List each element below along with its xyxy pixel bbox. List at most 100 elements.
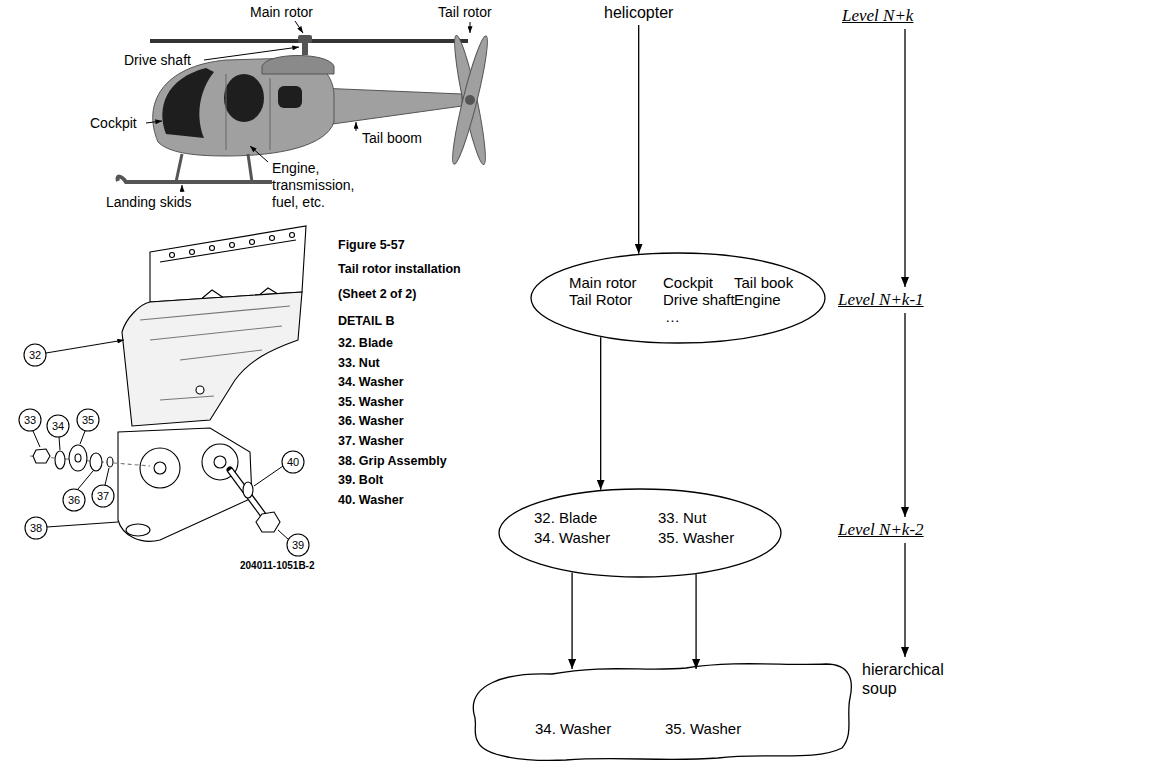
leader-line: [356, 122, 357, 131]
part-name: 35. Washer: [658, 529, 734, 546]
callout-circle: [47, 415, 69, 437]
part-label: Drive shaft: [124, 52, 191, 69]
figure-title: Figure 5-57: [338, 238, 405, 253]
washer: [90, 453, 102, 471]
nut: [33, 449, 50, 463]
component-name: Tail Rotor: [569, 291, 632, 308]
part-label: Tail boom: [362, 130, 422, 147]
panel-holes: [170, 233, 295, 258]
level-text: Level N+k-2: [838, 520, 924, 540]
component-ellipse: Main rotorCockpitTail bookTail RotorDriv…: [530, 252, 826, 344]
callout-circle: [19, 409, 41, 431]
level-label: Level N+k: [842, 6, 913, 26]
washer: [243, 482, 253, 498]
callout-number: 37: [91, 489, 115, 503]
skid-strut: [176, 154, 182, 182]
part-label: Engine, transmission, fuel, etc.: [272, 160, 367, 211]
washer-hole: [75, 454, 81, 462]
node-text: hierarchical soup: [862, 660, 962, 698]
callout-number: 40: [281, 455, 305, 469]
parts-list-item: 35. Washer: [338, 395, 404, 410]
callout-number: 36: [62, 493, 86, 507]
callout-circles: [19, 344, 309, 556]
tail-rotor-hub: [465, 95, 475, 105]
leader-line: [46, 340, 124, 353]
helicopter-illustration: [118, 34, 493, 182]
component-name: Drive shaft: [663, 291, 735, 308]
bolt-shank: [230, 470, 264, 516]
callout-number: 34: [46, 419, 70, 433]
part-name: 34. Washer: [534, 529, 610, 546]
leader-line: [47, 522, 118, 527]
leader-line: [295, 21, 303, 33]
parts-list-item: 36. Washer: [338, 414, 404, 429]
callout-leaders: [33, 340, 289, 540]
part-name: 33. Nut: [658, 509, 706, 526]
connector-arrow: [904, 29, 905, 287]
grip-lug-hole: [154, 462, 166, 474]
callout-circle: [77, 409, 99, 431]
callout-number: 38: [24, 521, 48, 535]
callout-number: 32: [23, 348, 47, 362]
leader-line: [78, 471, 93, 489]
parts-list-item: 32. Blade: [338, 336, 393, 351]
component-name: Cockpit: [663, 274, 713, 291]
figure-title: Tail rotor installation: [338, 262, 461, 277]
door-line: [226, 74, 270, 150]
leader-line: [59, 437, 60, 450]
component-name: Main rotor: [569, 274, 637, 291]
part-ellipse: 32. Blade33. Nut34. Washer35. Washer: [498, 488, 782, 578]
door-window: [278, 86, 302, 108]
leader-line: [204, 47, 299, 60]
connector-arrow: [904, 543, 905, 657]
callout-circle: [63, 489, 85, 511]
component-name: …: [665, 308, 680, 325]
node-text: helicopter: [604, 3, 673, 22]
connector-arrow: [600, 337, 601, 490]
leader-line: [278, 530, 289, 540]
blade-panel: [150, 226, 306, 302]
top-concept: helicopter: [604, 3, 673, 22]
leader-line: [146, 121, 162, 123]
part-label: Cockpit: [90, 115, 137, 132]
grip-assembly: [118, 428, 252, 541]
bolt-head: [256, 512, 280, 532]
parts-list-item: 39. Bolt: [338, 473, 383, 488]
leader-line: [105, 468, 109, 485]
grip-lug: [140, 448, 180, 488]
connector-arrow: [904, 313, 905, 517]
washer: [107, 457, 113, 467]
level-text: Level N+k: [842, 6, 913, 26]
blob-outline: [473, 664, 851, 761]
parts-list-item: 37. Washer: [338, 434, 404, 449]
leader-line: [80, 431, 85, 444]
callout-circle: [287, 534, 309, 556]
grip-foot: [126, 524, 150, 536]
connector-arrow: [571, 573, 572, 669]
part-label: Main rotor: [250, 4, 313, 21]
ellipse-outline: [531, 253, 825, 343]
blade-bolt-hole: [196, 386, 204, 394]
callout-circle: [24, 344, 46, 366]
callout-circle: [282, 451, 304, 473]
ellipse-outline: [499, 489, 781, 577]
leader-line: [182, 185, 183, 192]
tail-rotor-blade: [447, 34, 493, 165]
leader-line: [254, 466, 283, 486]
part-name: 34. Washer: [535, 720, 611, 737]
leader-line: [470, 22, 471, 33]
bolt-shank: [230, 470, 264, 516]
level-label: Level N+k-2: [838, 520, 924, 540]
connector-arrow: [638, 25, 639, 254]
engine-cowling: [262, 56, 334, 75]
part-name: 35. Washer: [665, 720, 741, 737]
detail-title: DETAIL B: [338, 314, 394, 329]
tail-boom: [318, 88, 462, 126]
part-label: Landing skids: [106, 194, 192, 211]
leader-line: [33, 431, 40, 447]
soup-label: hierarchical soup: [862, 660, 962, 698]
part-label: Tail rotor: [438, 4, 492, 21]
rotor-hub: [298, 35, 312, 43]
landing-skid: [118, 177, 272, 182]
